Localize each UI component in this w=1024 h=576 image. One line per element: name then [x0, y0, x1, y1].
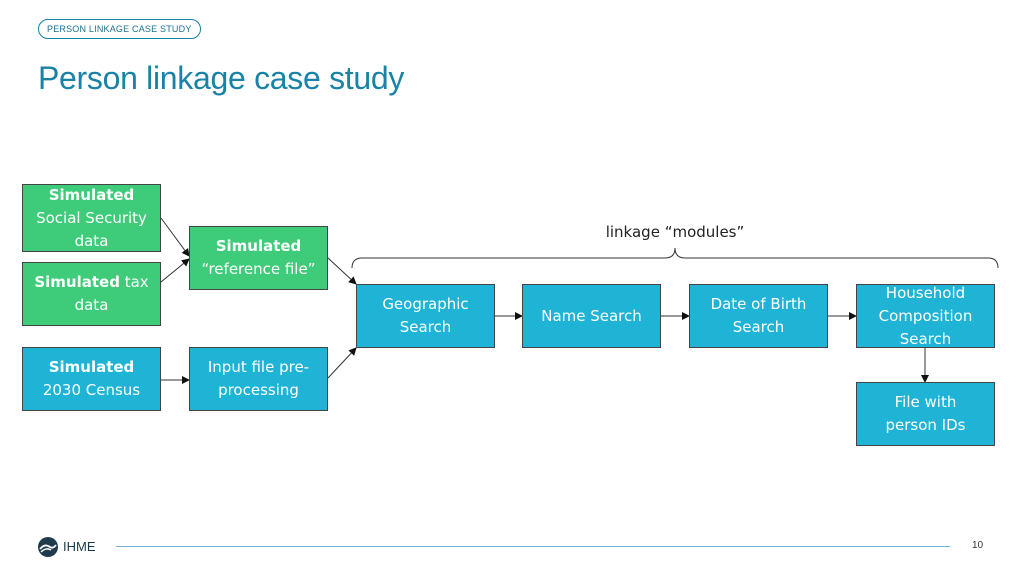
section-tag: PERSON LINKAGE CASE STUDY	[38, 19, 201, 39]
reference-file-box: Simulated “reference file”	[189, 226, 328, 290]
preprocess-line1: Input file pre-	[207, 358, 310, 376]
name-line1: Name Search	[541, 306, 642, 325]
household-line1: Household	[885, 283, 966, 302]
household-line2: Composition	[878, 306, 973, 325]
dob-line2: Search	[732, 318, 785, 336]
tax-line1: tax	[119, 273, 149, 291]
footer-divider	[116, 546, 950, 547]
output-file-box: File with person IDs	[856, 382, 995, 446]
dob-line1: Date of Birth	[710, 295, 807, 313]
modules-label: linkage “modules”	[605, 223, 745, 241]
arrow-reference-to-geo	[327, 257, 357, 285]
logo-text: IHME	[63, 539, 96, 554]
ssa-bold: Simulated	[48, 185, 135, 204]
household-line3: Search	[899, 329, 952, 348]
modules-brace	[351, 247, 999, 269]
page-number: 10	[972, 540, 984, 551]
reference-bold: Simulated	[215, 237, 302, 255]
census-bold: Simulated	[48, 358, 135, 376]
ihme-logo-icon	[38, 537, 58, 557]
tax-data-box: Simulated tax data	[22, 262, 161, 326]
arrow-preprocess-to-geo	[327, 347, 357, 379]
name-search-box: Name Search	[522, 284, 661, 348]
geographic-search-box: Geographic Search	[356, 284, 495, 348]
reference-line1: “reference file”	[201, 260, 316, 278]
preprocess-box: Input file pre- processing	[189, 347, 328, 411]
census-data-box: Simulated 2030 Census	[22, 347, 161, 411]
ssa-data-box: Simulated Social Security data	[22, 184, 161, 252]
ssa-line1: Social Security	[36, 208, 147, 227]
preprocess-line2: processing	[218, 381, 299, 399]
ssa-line2: data	[74, 231, 109, 250]
census-line1: 2030 Census	[42, 381, 141, 399]
dob-search-box: Date of Birth Search	[689, 284, 828, 348]
tax-line2: data	[74, 296, 109, 314]
arrow-tax-to-reference	[160, 258, 190, 283]
geo-line1: Geographic	[382, 295, 469, 313]
geo-line2: Search	[399, 318, 452, 336]
output-line1: File with	[894, 393, 957, 411]
arrow-ssa-to-reference	[160, 217, 190, 257]
output-line2: person IDs	[885, 416, 966, 434]
page-title: Person linkage case study	[38, 60, 405, 96]
tax-bold: Simulated	[34, 273, 120, 291]
household-search-box: Household Composition Search	[856, 284, 995, 348]
